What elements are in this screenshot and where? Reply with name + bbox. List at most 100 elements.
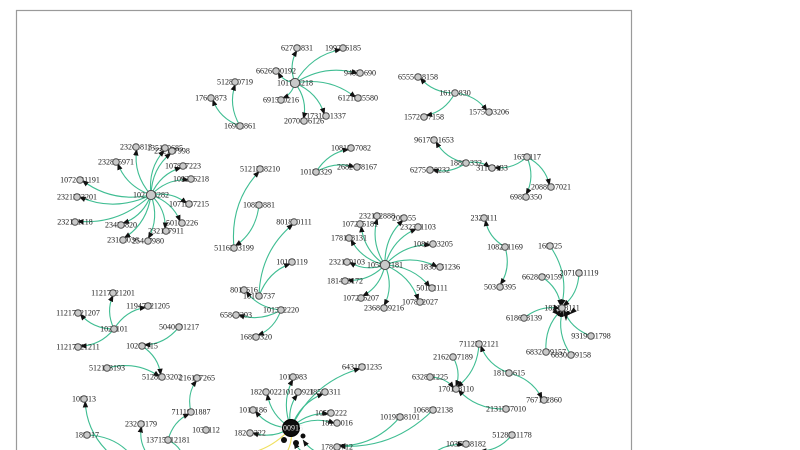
graph-node[interactable] [110,325,118,333]
graph-node[interactable] [80,395,88,403]
graph-node[interactable] [312,168,320,176]
graph-node[interactable] [343,258,351,266]
graph-hub-node[interactable] [289,77,301,89]
graph-node[interactable] [488,164,496,172]
graph-node[interactable] [339,44,347,52]
graph-node[interactable] [327,409,335,417]
graph-node[interactable] [162,227,170,235]
graph-node[interactable] [193,374,201,382]
graph-node[interactable] [396,413,404,421]
graph-node[interactable] [255,292,263,300]
graph-node[interactable] [357,294,365,302]
graph-node[interactable] [290,218,298,226]
graph-node[interactable] [345,234,353,242]
graph-node[interactable] [179,162,187,170]
graph-node[interactable] [161,144,169,152]
graph-node[interactable] [540,396,548,404]
graph-node[interactable] [414,223,422,231]
graph-node[interactable] [277,96,285,104]
graph-node[interactable] [505,369,513,377]
graph-node[interactable] [262,388,270,396]
graph-node[interactable] [168,147,176,155]
graph-node[interactable] [333,419,341,427]
graph-node[interactable] [429,406,437,414]
graph-node[interactable] [289,373,297,381]
graph-node[interactable] [475,340,483,348]
graph-node[interactable] [480,214,488,222]
graph-node[interactable] [558,304,566,312]
graph-node[interactable] [293,44,301,52]
graph-node[interactable] [322,112,330,120]
graph-node[interactable] [232,311,240,319]
graph-node[interactable] [414,73,422,81]
graph-node[interactable] [164,436,172,444]
graph-node[interactable] [109,289,117,297]
graph-node[interactable] [103,364,111,372]
graph-node[interactable] [430,136,438,144]
graph-node[interactable] [187,408,195,416]
graph-node[interactable] [178,219,186,227]
graph-node[interactable] [501,243,509,251]
graph-node[interactable] [255,201,263,209]
graph-node[interactable] [426,166,434,174]
graph-node[interactable] [356,69,364,77]
graph-node[interactable] [354,94,362,102]
graph-node[interactable] [429,240,437,248]
graph-node[interactable] [300,117,308,125]
graph-node[interactable] [230,244,238,252]
graph-node[interactable] [74,343,82,351]
graph-node[interactable] [522,193,530,201]
graph-node[interactable] [187,175,195,183]
graph-node[interactable] [117,221,125,229]
graph-node[interactable] [321,388,329,396]
graph-node[interactable] [546,242,554,250]
graph-node[interactable] [202,426,210,434]
graph-node[interactable] [538,273,546,281]
graph-node[interactable] [426,373,434,381]
graph-node[interactable] [73,193,81,201]
graph-node[interactable] [462,440,470,448]
graph-node[interactable] [240,286,248,294]
graph-node[interactable] [542,348,550,356]
graph-node[interactable] [462,159,470,167]
graph-hub-node[interactable] [145,189,157,201]
graph-node[interactable] [294,388,302,396]
graph-node[interactable] [449,353,457,361]
graph-node[interactable] [400,214,408,222]
graph-node[interactable] [137,420,145,428]
graph-node[interactable] [502,405,510,413]
graph-node[interactable] [523,153,531,161]
graph-node[interactable] [575,269,583,277]
graph-node[interactable] [83,431,91,439]
graph-node[interactable] [132,143,140,151]
graph-node[interactable] [347,144,355,152]
graph-node[interactable] [138,342,146,350]
graph-node[interactable] [272,67,280,75]
graph-node[interactable] [567,351,575,359]
graph-node[interactable] [71,218,79,226]
graph-node[interactable] [256,165,264,173]
graph-node[interactable] [231,78,239,86]
graph-node[interactable] [420,113,428,121]
graph-node[interactable] [485,108,493,116]
graph-node[interactable] [144,237,152,245]
graph-node-dark-hub[interactable] [282,419,300,437]
graph-node[interactable] [428,284,436,292]
graph-node[interactable] [249,406,257,414]
graph-node[interactable] [358,363,366,371]
graph-node[interactable] [175,323,183,331]
graph-node[interactable] [74,309,82,317]
graph-node[interactable] [246,429,254,437]
graph-node[interactable] [185,200,193,208]
graph-node[interactable] [288,258,296,266]
graph-node[interactable] [333,443,341,450]
graph-node[interactable] [277,306,285,314]
graph-node[interactable] [356,220,364,228]
graph-node[interactable] [452,385,460,393]
graph-node[interactable] [353,163,361,171]
graph-node[interactable] [373,212,381,220]
graph-node[interactable] [436,263,444,271]
graph-node[interactable] [520,314,528,322]
graph-node[interactable] [252,333,260,341]
